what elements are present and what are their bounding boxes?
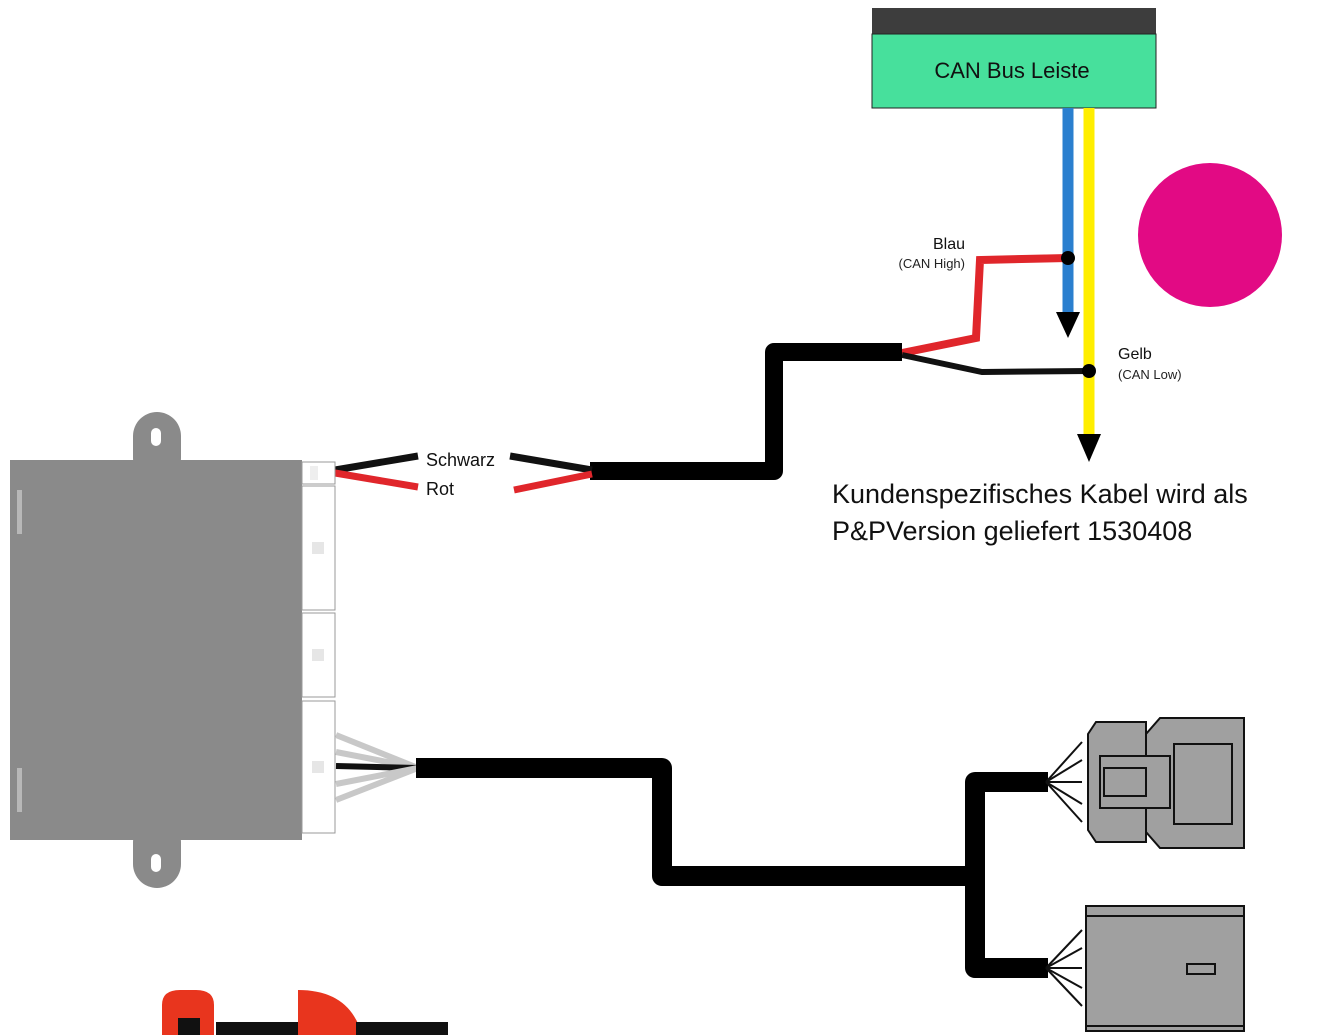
rot-wire-right (513, 470, 593, 494)
connector-2-pins (1045, 929, 1083, 1007)
plug-connector-1 (1087, 717, 1245, 849)
c2-pin-4 (1045, 967, 1083, 989)
c2-pin-2 (1045, 947, 1083, 969)
module-port-1-pin (310, 466, 318, 480)
can-high-junction (1061, 251, 1075, 265)
can-bus-label: CAN Bus Leiste (934, 58, 1089, 83)
power-cable (590, 343, 902, 480)
can-bus-strip-top (872, 8, 1156, 34)
c2-body (1085, 905, 1245, 1032)
blau-label: Blau (933, 236, 965, 253)
module-port-1 (301, 461, 336, 485)
module-port-2-pin (312, 542, 324, 554)
logo-shape-5 (356, 1022, 448, 1035)
module-slot-bottom (17, 768, 22, 812)
magenta-dot-icon (1138, 163, 1282, 307)
plug-connector-2 (1085, 905, 1245, 1032)
harness-fan-wires (334, 732, 420, 803)
logo-shape-4 (298, 990, 362, 1035)
schwarz-wire-left (334, 452, 419, 474)
module-top-hole (151, 428, 161, 446)
rot-wire-left (334, 469, 419, 491)
logo-shape-1 (162, 990, 214, 1035)
logo-shape-3 (216, 1022, 302, 1035)
harness-cable (416, 758, 972, 886)
c1-pin-5 (1045, 781, 1083, 823)
c1-pin-2 (1045, 759, 1083, 783)
brand-logo-partial (162, 990, 448, 1035)
module-slot-top (17, 490, 22, 534)
c1-pin-4 (1045, 781, 1083, 805)
c1-face (1173, 743, 1233, 825)
module-body (10, 460, 302, 840)
black-tap-wire (901, 352, 1090, 376)
rot-label: Rot (426, 479, 454, 499)
can-bus-strip-body (871, 33, 1157, 109)
c1-pin-1 (1045, 741, 1083, 783)
gelb-label: Gelb (1118, 346, 1152, 363)
schwarz-label: Schwarz (426, 450, 495, 470)
schwarz-wire-right (509, 452, 593, 474)
can-bus-strip: CAN Bus Leiste (871, 8, 1157, 109)
note-line-1: Kundenspezifisches Kabel wird als (832, 479, 1248, 509)
gelb-sub-label: (CAN Low) (1118, 367, 1182, 382)
red-tap-wire (901, 254, 1069, 357)
can-low-junction (1082, 364, 1096, 378)
blau-sub-label: (CAN High) (899, 256, 965, 271)
module-port-4-pin (312, 761, 324, 773)
fan-wire-5 (334, 765, 420, 803)
can-low-arrow-icon (1077, 434, 1101, 462)
logo-shape-2 (178, 1018, 200, 1035)
can-high-arrow-icon (1056, 312, 1080, 338)
module-bottom-hole (151, 854, 161, 872)
c1-latch-inner (1103, 767, 1147, 797)
harness-split (965, 772, 1048, 978)
c2-slot (1186, 963, 1216, 975)
note-line-2: P&PVersion geliefert 1530408 (832, 516, 1192, 546)
module-port-3-pin (312, 649, 324, 661)
c2-pin-1 (1045, 929, 1083, 969)
control-module (10, 412, 336, 888)
c2-pin-5 (1045, 967, 1083, 1007)
connector-1-pins (1045, 741, 1083, 823)
